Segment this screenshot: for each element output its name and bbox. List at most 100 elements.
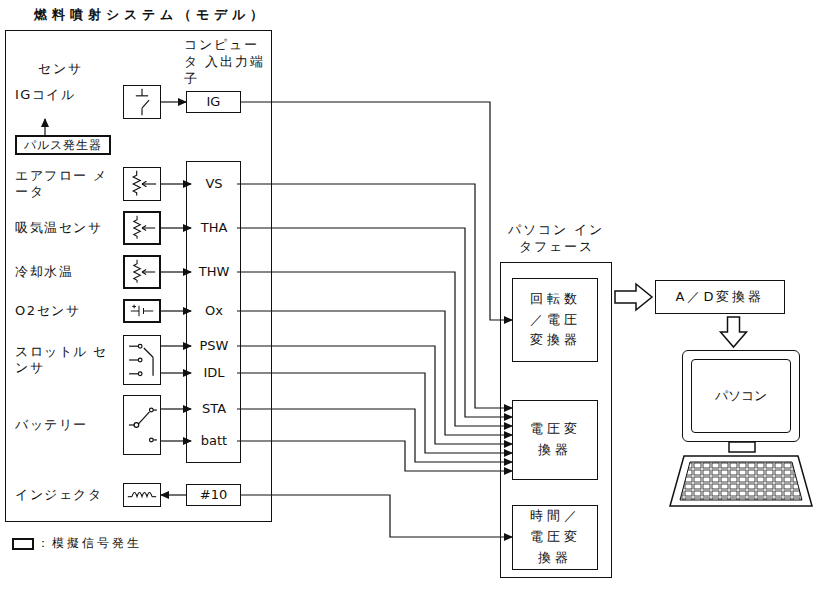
- sensor-symbol: [125, 169, 159, 199]
- node-label: コンピュータ 入出力端子: [184, 37, 272, 88]
- symbol-stroke: [134, 305, 135, 309]
- sensor-symbol: [125, 337, 159, 383]
- node-label: 冷却水温: [15, 264, 115, 280]
- symbol-stroke: [134, 216, 141, 239]
- node-label: パソコン: [715, 388, 767, 404]
- symbol-stroke: [138, 412, 149, 424]
- node-label: Ox: [205, 303, 223, 319]
- sensor-symbol: [125, 397, 159, 453]
- legend-row: ：模擬信号発生: [12, 536, 142, 551]
- symbol-stroke: [142, 227, 155, 228]
- node-label: 時間／電圧変換器: [525, 506, 585, 568]
- node-label: VS: [205, 176, 222, 192]
- node-label: バッテリー: [15, 417, 115, 433]
- signal-wire: [237, 184, 512, 408]
- symbol-box: [123, 255, 161, 289]
- symbol-box: [123, 211, 161, 245]
- terminal-box: #10: [186, 484, 241, 506]
- sensor-airflow: エアフロー メータ: [15, 167, 161, 201]
- pc-monitor: パソコン: [682, 350, 800, 442]
- sensor-o2: O2センサ: [15, 299, 161, 323]
- symbol-box: [123, 395, 161, 455]
- hollow-arrow: [615, 284, 652, 310]
- ad-converter-box: A／D変換器: [655, 280, 785, 314]
- symbol-stroke: [132, 493, 152, 497]
- symbol-stroke: [133, 171, 140, 196]
- signal-wire: [237, 409, 512, 462]
- node-label: パソコン インタフェース: [504, 222, 608, 256]
- converter-box: 電圧変換器: [512, 400, 598, 480]
- symbol-stroke: [134, 260, 141, 283]
- symbol-stroke: [144, 311, 154, 312]
- symbol-stroke: [142, 226, 146, 228]
- sensor-injector: インジェクタ: [15, 483, 161, 507]
- symbol-box: [123, 85, 161, 119]
- node-label: IG: [207, 94, 221, 110]
- pc-interface: パソコン インタフェース回転数／電圧変換器電圧変換器時間／電圧変換器: [500, 222, 612, 578]
- symbol-stroke: [138, 358, 142, 362]
- terminal-pin: STA: [191, 400, 237, 418]
- symbol-box: [123, 483, 161, 507]
- keyboard-keys: [680, 462, 802, 500]
- sensor-symbol: [125, 485, 159, 505]
- pulse-generator-box: パルス発生器: [15, 135, 111, 155]
- sensor-symbol: [126, 258, 158, 286]
- symbol-stroke: [141, 89, 142, 96]
- symbol-stroke: [138, 372, 142, 376]
- symbol-stroke: [142, 271, 155, 272]
- symbol-stroke: [136, 95, 148, 96]
- sensor-coolant-temp: 冷却水温: [15, 255, 161, 289]
- node-label: 回転数／電圧変換器: [525, 289, 585, 351]
- terminal-box: IG: [186, 91, 241, 113]
- node-label: batt: [201, 433, 227, 449]
- node-label: パルス発生器: [24, 138, 102, 153]
- symbol-stroke: [139, 306, 140, 317]
- title-text: 燃料噴射システム（モデル）: [34, 6, 268, 24]
- signal-wire: [241, 102, 512, 320]
- node-label: IDL: [203, 365, 224, 381]
- signal-wire: [161, 494, 186, 495]
- pc-screen: パソコン: [691, 359, 791, 433]
- terminal-pin: batt: [191, 432, 237, 450]
- symbol-stroke: [144, 348, 153, 357]
- sensor-symbol: [126, 214, 158, 242]
- legend-sample: [12, 538, 34, 550]
- sensor-throttle: スロットル センサ: [15, 335, 161, 385]
- sensor-battery: バッテリー: [15, 395, 161, 455]
- sensor-symbol: [126, 302, 158, 320]
- symbol-stroke: [141, 108, 142, 115]
- node-label: IGコイル: [15, 85, 115, 103]
- symbol-box: [123, 167, 161, 201]
- node-label: A／D変換器: [676, 289, 765, 305]
- signal-wire: [237, 441, 512, 471]
- sensor-intake-temp: 吸気温センサ: [15, 211, 161, 245]
- node-label: THW: [199, 264, 230, 280]
- terminal-pin: THA: [191, 219, 237, 237]
- node-label: センサ: [38, 61, 108, 78]
- symbol-stroke: [142, 272, 146, 274]
- terminal-pin: VS: [191, 175, 237, 193]
- signal-wire: [44, 119, 45, 135]
- signal-wire: [161, 101, 186, 102]
- symbol-stroke: [142, 181, 146, 184]
- node-label: スロットル センサ: [15, 344, 115, 377]
- node-label: THA: [201, 220, 228, 236]
- terminal-pin: PSW: [191, 337, 237, 355]
- node-label: PSW: [200, 338, 229, 354]
- symbol-stroke: [142, 184, 146, 187]
- edge-group: [45, 102, 747, 537]
- symbol-stroke: [134, 423, 139, 428]
- symbol-box: [123, 299, 161, 323]
- symbol-stroke: [129, 373, 138, 374]
- symbol-stroke: [142, 183, 156, 184]
- node-label: インジェクタ: [15, 487, 115, 503]
- sensor-ig-coil: IGコイル: [15, 85, 161, 119]
- symbol-stroke: [142, 100, 149, 108]
- terminal-pin: Ox: [191, 302, 237, 320]
- hollow-arrow: [721, 317, 747, 347]
- converter-box: 時間／電圧変換器: [512, 505, 598, 570]
- symbol-stroke: [128, 496, 132, 497]
- ecu-panel: センサ コンピュータ 入出力端子 IGコイルパルス発生器エアフロー メータ吸気温セン…: [5, 30, 272, 522]
- node-label: STA: [202, 401, 226, 417]
- symbol-stroke: [131, 311, 139, 312]
